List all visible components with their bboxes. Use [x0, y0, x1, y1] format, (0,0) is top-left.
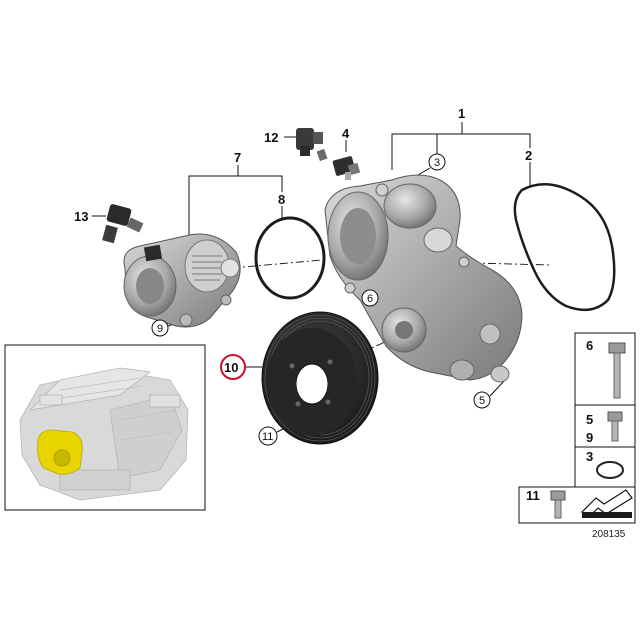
bolt-5-9-icon — [607, 411, 623, 442]
fastener-side-panel: 6 5 9 3 11 208135 — [518, 332, 636, 540]
callout-2: 2 — [525, 148, 532, 163]
sensor-part-12 — [296, 128, 328, 162]
callout-11: 11 — [262, 431, 273, 443]
highlight-ring — [220, 354, 246, 380]
reference-number: 208135 — [592, 529, 626, 540]
bolt-6-icon — [608, 342, 626, 399]
engine-highlight-water-pump — [37, 429, 83, 475]
sensor-part-13 — [102, 204, 144, 244]
callout-3: 3 — [434, 157, 440, 169]
callouts: 1 2 4 7 8 12 13 3 6 5 9 11 10 — [74, 106, 532, 446]
arrow-indicator-icon — [580, 489, 633, 518]
side-label-6: 6 — [586, 338, 593, 353]
callout-4: 4 — [342, 126, 350, 141]
o-ring-part-8 — [254, 216, 326, 300]
bolt-11-icon — [550, 490, 566, 519]
callout-12: 12 — [264, 130, 278, 145]
callout-5: 5 — [479, 395, 485, 407]
gasket-part-2 — [513, 183, 616, 312]
callout-8: 8 — [278, 192, 285, 207]
sensor-part-4 — [332, 156, 361, 180]
callout-6: 6 — [367, 293, 373, 305]
o-ring-3-icon — [596, 461, 624, 479]
thermostat-housing-part-7 — [123, 233, 241, 328]
callout-1: 1 — [458, 106, 465, 121]
callout-10: 10 — [224, 360, 238, 375]
callout-9: 9 — [157, 323, 163, 335]
side-label-5: 5 — [586, 412, 593, 427]
side-label-3: 3 — [586, 449, 593, 464]
side-label-11: 11 — [526, 488, 540, 503]
water-pump-part-1 — [324, 174, 523, 383]
callout-7: 7 — [234, 150, 241, 165]
engine-inset — [4, 344, 206, 511]
pulley-part-10 — [261, 311, 379, 445]
side-label-9: 9 — [586, 430, 593, 445]
callout-13: 13 — [74, 209, 88, 224]
